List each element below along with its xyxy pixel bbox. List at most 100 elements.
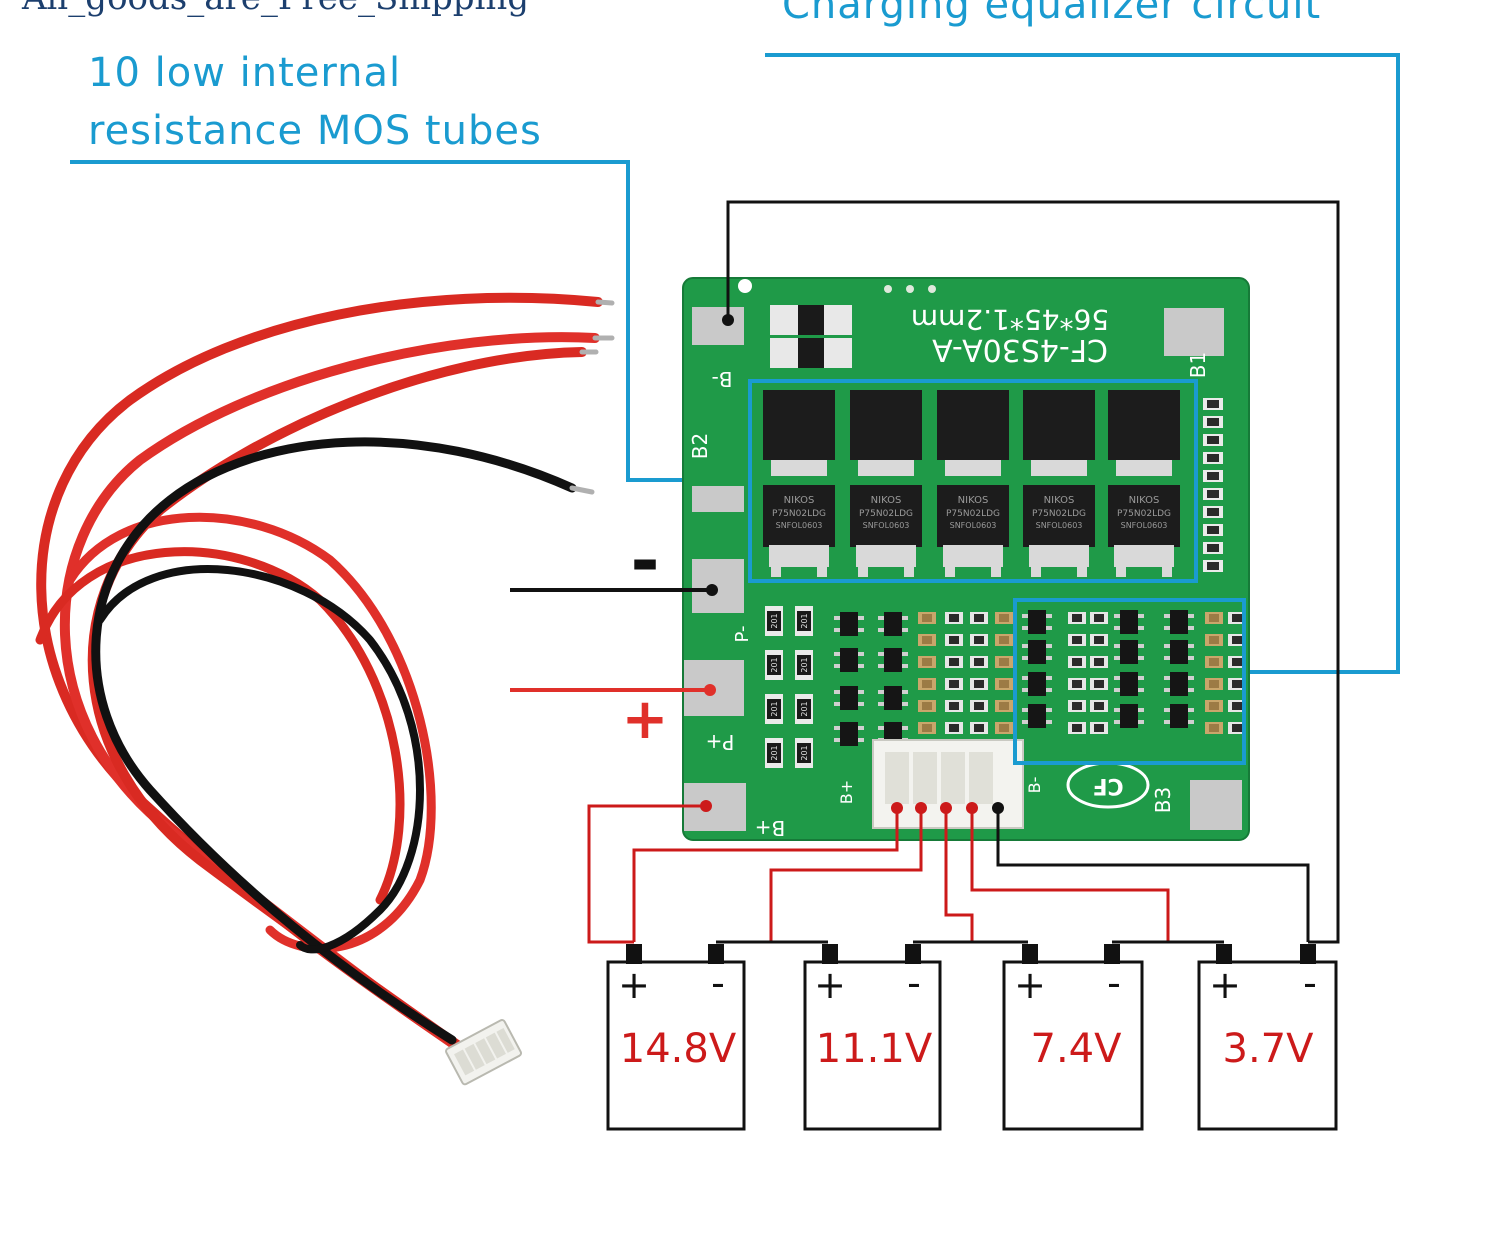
resistor-code: 201	[770, 657, 779, 672]
smd-part-33	[918, 700, 936, 712]
cf-logo-text: CF	[1092, 773, 1123, 798]
smd-part-31	[1205, 678, 1223, 690]
smd-part-6	[1090, 612, 1108, 624]
side-smd-8	[1203, 524, 1223, 536]
smd-part-38	[1090, 700, 1108, 712]
smd-part-7	[1205, 612, 1223, 624]
mosfet-marking-3: SNFOL0603	[1036, 521, 1083, 530]
battery-cell-4: + - 3.7V	[1197, 944, 1338, 1131]
mos-leader-line	[70, 160, 748, 482]
ic-chip-5	[878, 612, 908, 636]
mosfet-marking-2: P75N02LDG	[772, 509, 826, 519]
cell-4-plus: +	[1209, 963, 1241, 1007]
smd-part-10	[945, 634, 963, 646]
mosfet-1	[763, 390, 835, 476]
cell-3-minus: -	[1107, 961, 1121, 1005]
smd-part-8	[1228, 612, 1246, 624]
mosfet-marking-3: SNFOL0603	[1121, 521, 1168, 530]
ic-chip-6	[878, 648, 908, 672]
mosfet-marking-2: P75N02LDG	[946, 509, 1000, 519]
resistor-code: 201	[770, 701, 779, 716]
ic-chip-2	[834, 648, 864, 672]
battery-cell-2: + - 11.1V	[803, 944, 942, 1131]
smd-part-5	[1068, 612, 1086, 624]
resistor-code: 201	[770, 745, 779, 760]
smd-part-1	[918, 612, 936, 624]
mos-highlight-box	[748, 379, 1198, 583]
side-smd-2	[1203, 416, 1223, 428]
smd-part-17	[918, 656, 936, 668]
ic-chip-12	[1022, 704, 1052, 728]
resistor-201-7: 201	[765, 738, 783, 768]
mosfet-marking-1: NIKOS	[958, 495, 989, 506]
mosfet-3	[937, 390, 1009, 476]
resistor-201-8: 201	[795, 738, 813, 768]
cell-1-minus: -	[711, 961, 725, 1005]
smd-part-14	[1090, 634, 1108, 646]
size-silk: 56*45*1.2mm	[911, 303, 1109, 336]
cell-1-voltage: 14.8V	[620, 1026, 737, 1072]
smd-part-25	[918, 678, 936, 690]
side-smd-9	[1203, 542, 1223, 554]
ic-chip-10	[1022, 640, 1052, 664]
harness-connector	[445, 1019, 522, 1086]
ic-chip-15	[1114, 672, 1144, 696]
smd-part-46	[1090, 722, 1108, 734]
ic-chip-4	[834, 722, 864, 746]
smd-part-24	[1228, 656, 1246, 668]
equalizer-leader-line	[765, 53, 1400, 674]
ic-chip-19	[1164, 672, 1194, 696]
cell-4-voltage: 3.7V	[1223, 1026, 1315, 1072]
red-wire-1	[36, 292, 603, 1050]
resistor-code: 201	[770, 613, 779, 628]
red-wire-loop-b	[35, 547, 405, 905]
cf-logo: CF	[1066, 761, 1150, 809]
smd-part-44	[995, 722, 1013, 734]
cell-2-plus: +	[814, 963, 846, 1007]
smd-part-40	[1228, 700, 1246, 712]
mosfet-marking-2: P75N02LDG	[859, 509, 913, 519]
side-smd-1	[1203, 398, 1223, 410]
smd-part-32	[1228, 678, 1246, 690]
mosfet-marking-1: NIKOS	[1129, 495, 1160, 506]
smd-part-19	[970, 656, 988, 668]
pad-label-b2: B2	[688, 433, 712, 459]
connector-label-b-minus: B-	[1025, 777, 1044, 794]
pad-label-p-minus: P-	[732, 626, 753, 643]
smd-part-36	[995, 700, 1013, 712]
pad-label-p-plus: P+	[706, 730, 735, 754]
smd-part-47	[1205, 722, 1223, 734]
smd-part-13	[1068, 634, 1086, 646]
smd-part-12	[995, 634, 1013, 646]
mosfet-marking-3: SNFOL0603	[776, 521, 823, 530]
black-wire	[91, 437, 577, 1045]
side-smd-10	[1203, 560, 1223, 572]
resistor-201-6: 201	[795, 694, 813, 724]
ic-chip-17	[1164, 610, 1194, 634]
side-smd-6	[1203, 488, 1223, 500]
mosfet-4	[1023, 390, 1095, 476]
resistor-code: 201	[800, 657, 809, 672]
cell-4-minus: -	[1303, 961, 1317, 1005]
smd-part-4	[995, 612, 1013, 624]
mosfet-marking-1: NIKOS	[784, 495, 815, 506]
smd-part-48	[1228, 722, 1246, 734]
smd-part-11	[970, 634, 988, 646]
smd-part-26	[945, 678, 963, 690]
smd-part-41	[918, 722, 936, 734]
side-smd-5	[1203, 470, 1223, 482]
mosfet-marking-1: NIKOS	[1044, 495, 1075, 506]
resistor-201-1: 201	[765, 606, 783, 636]
smd-part-39	[1205, 700, 1223, 712]
mosfet-6: NIKOS P75N02LDG SNFOL0603	[763, 485, 835, 577]
battery-cell-1: + - 14.8V	[606, 944, 746, 1131]
ic-chip-16	[1114, 704, 1144, 728]
equalizer-highlight-box	[1013, 598, 1246, 765]
connector-label-b-plus: B+	[837, 780, 856, 804]
smd-part-34	[945, 700, 963, 712]
resistor-201-5: 201	[765, 694, 783, 724]
